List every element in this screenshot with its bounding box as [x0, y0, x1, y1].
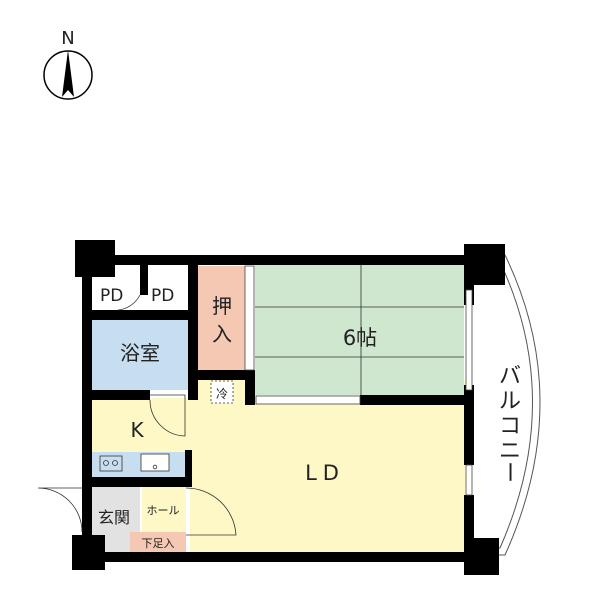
shoe-label: 下足入 — [142, 537, 175, 550]
pd1-label: PD — [100, 286, 123, 306]
closet-floor — [198, 266, 245, 370]
bath-floor — [92, 320, 188, 390]
ld-label: LD — [305, 461, 345, 485]
svg-text:ル: ル — [499, 389, 521, 414]
tatami-label: 6帖 — [343, 326, 377, 350]
tatami-floor — [255, 265, 464, 395]
tatami-lines — [255, 265, 464, 395]
fridge-label: 冷 — [216, 387, 228, 401]
compass-arrow-icon — [62, 50, 74, 97]
closet-label-1: 押 — [212, 294, 232, 318]
genkan-label: 玄関 — [98, 508, 130, 527]
balcony-label: バ ル コ ニ ー — [496, 364, 521, 483]
fridge-space — [210, 380, 234, 404]
windows — [244, 265, 473, 496]
pd2-area — [148, 265, 188, 310]
door-swings — [37, 294, 237, 536]
pd2-label: PD — [151, 286, 174, 306]
sink-icon — [140, 453, 170, 472]
walls — [72, 240, 505, 575]
svg-text:ニ: ニ — [499, 439, 521, 464]
kitchen-label: K — [130, 418, 144, 442]
ld-floor — [190, 380, 465, 552]
stove-icon — [99, 455, 123, 472]
compass-label: N — [61, 28, 74, 49]
hall-floor — [142, 487, 186, 532]
closet-label-2: 入 — [212, 322, 232, 346]
svg-text:コ: コ — [499, 414, 521, 439]
svg-text:バ: バ — [499, 364, 521, 389]
svg-text:ー: ー — [496, 461, 521, 483]
balcony — [474, 254, 541, 556]
hall-label: ホール — [147, 504, 180, 517]
bath-label: 浴室 — [120, 341, 160, 365]
north-compass: N — [43, 28, 93, 100]
kitchen-floor — [92, 398, 192, 453]
shoe-cabinet — [130, 532, 186, 552]
